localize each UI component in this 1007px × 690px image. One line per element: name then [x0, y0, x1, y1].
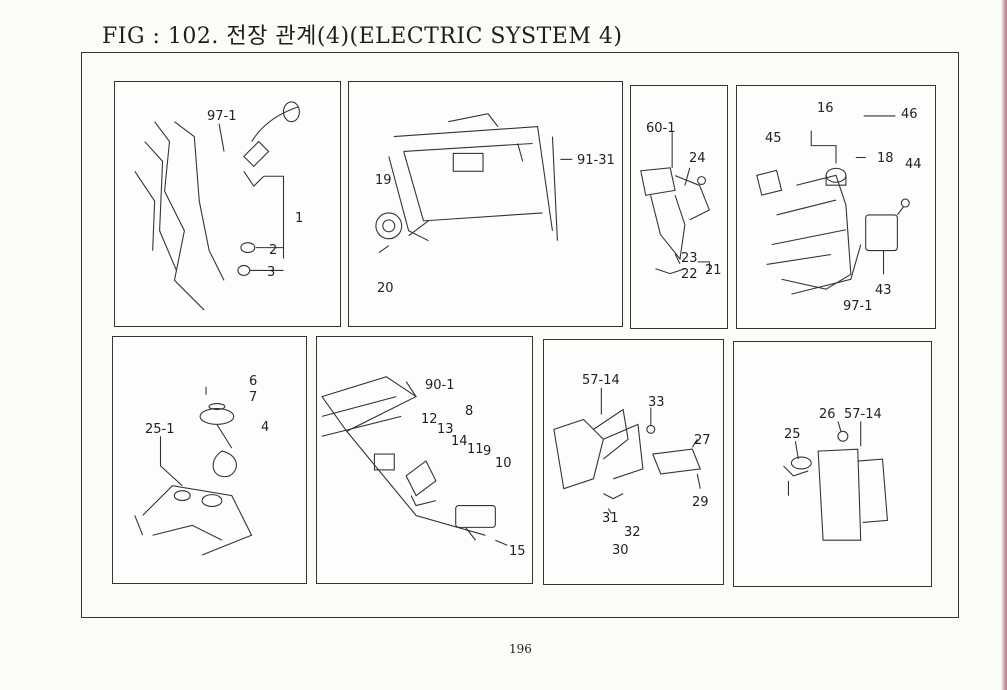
panel-6: 90-1 8 12 13 14 11 9 10 15 [316, 336, 533, 584]
callout-10: 10 [495, 456, 512, 471]
callout-30: 30 [612, 543, 629, 558]
callout-44: 44 [905, 157, 922, 172]
panel-2: 91-31 19 20 [348, 81, 623, 327]
scan-edge-shadow [1001, 0, 1007, 690]
callout-31: 31 [602, 511, 619, 526]
panel-4-drawing [756, 115, 910, 295]
callout-90-1: 90-1 [425, 378, 455, 393]
panel-3-drawing [640, 131, 711, 275]
callout-45: 45 [765, 131, 782, 146]
callout-26: 26 [819, 407, 836, 422]
panel-5-drawing [134, 386, 253, 556]
callout-22: 22 [681, 267, 698, 282]
panel-7-drawing [553, 387, 702, 514]
panel-1-drawing [134, 101, 300, 311]
panel-8-drawing [783, 421, 889, 541]
callout-25-1: 25-1 [145, 422, 175, 437]
callout-2: 2 [269, 243, 278, 258]
callout-23: 23 [681, 251, 698, 266]
callout-97-1: 97-1 [207, 109, 237, 124]
page-number: 196 [509, 642, 532, 656]
callout-20: 20 [377, 281, 394, 296]
panel-8: 26 57-14 25 [733, 341, 932, 587]
callout-11: 11 [467, 442, 484, 457]
callout-33: 33 [648, 395, 665, 410]
callout-3: 3 [267, 265, 276, 280]
figure-title: FIG : 102. 전장 관계(4)(ELECTRIC SYSTEM 4) [102, 24, 623, 49]
callout-12: 12 [421, 412, 438, 427]
panel-7: 57-14 33 27 29 31 32 30 [543, 339, 724, 585]
callout-6: 6 [249, 374, 258, 389]
panel-3: 60-1 24 23 22 21 [630, 85, 728, 329]
callout-4: 4 [261, 420, 270, 435]
callout-57-14: 57-14 [582, 373, 620, 388]
callout-43: 43 [875, 283, 892, 298]
callout-15: 15 [509, 544, 526, 559]
callout-21: 21 [705, 263, 722, 278]
callout-57-14-b: 57-14 [844, 407, 882, 422]
callout-60-1: 60-1 [646, 121, 676, 136]
callout-14: 14 [451, 434, 468, 449]
callout-8: 8 [465, 404, 474, 419]
panel-2-drawing [375, 113, 573, 254]
panel-6-drawing [321, 376, 508, 546]
callout-16: 16 [817, 101, 834, 116]
panel-1: 97-1 1 2 3 [114, 81, 341, 327]
callout-46: 46 [901, 107, 918, 122]
callout-29: 29 [692, 495, 709, 510]
callout-27: 27 [694, 433, 711, 448]
callout-91-31: 91-31 [577, 153, 615, 168]
callout-97-1-b: 97-1 [843, 299, 873, 314]
callout-9: 9 [483, 444, 492, 459]
callout-32: 32 [624, 525, 641, 540]
callout-24: 24 [689, 151, 706, 166]
callout-1: 1 [295, 211, 304, 226]
diagram-frame [81, 52, 959, 618]
callout-18: 18 [877, 151, 894, 166]
panel-4: 16 46 45 18 44 43 97-1 [736, 85, 936, 329]
callout-7: 7 [249, 390, 258, 405]
callout-25: 25 [784, 427, 801, 442]
callout-19: 19 [375, 173, 392, 188]
callout-13: 13 [437, 422, 454, 437]
panel-5: 6 7 25-1 4 [112, 336, 307, 584]
